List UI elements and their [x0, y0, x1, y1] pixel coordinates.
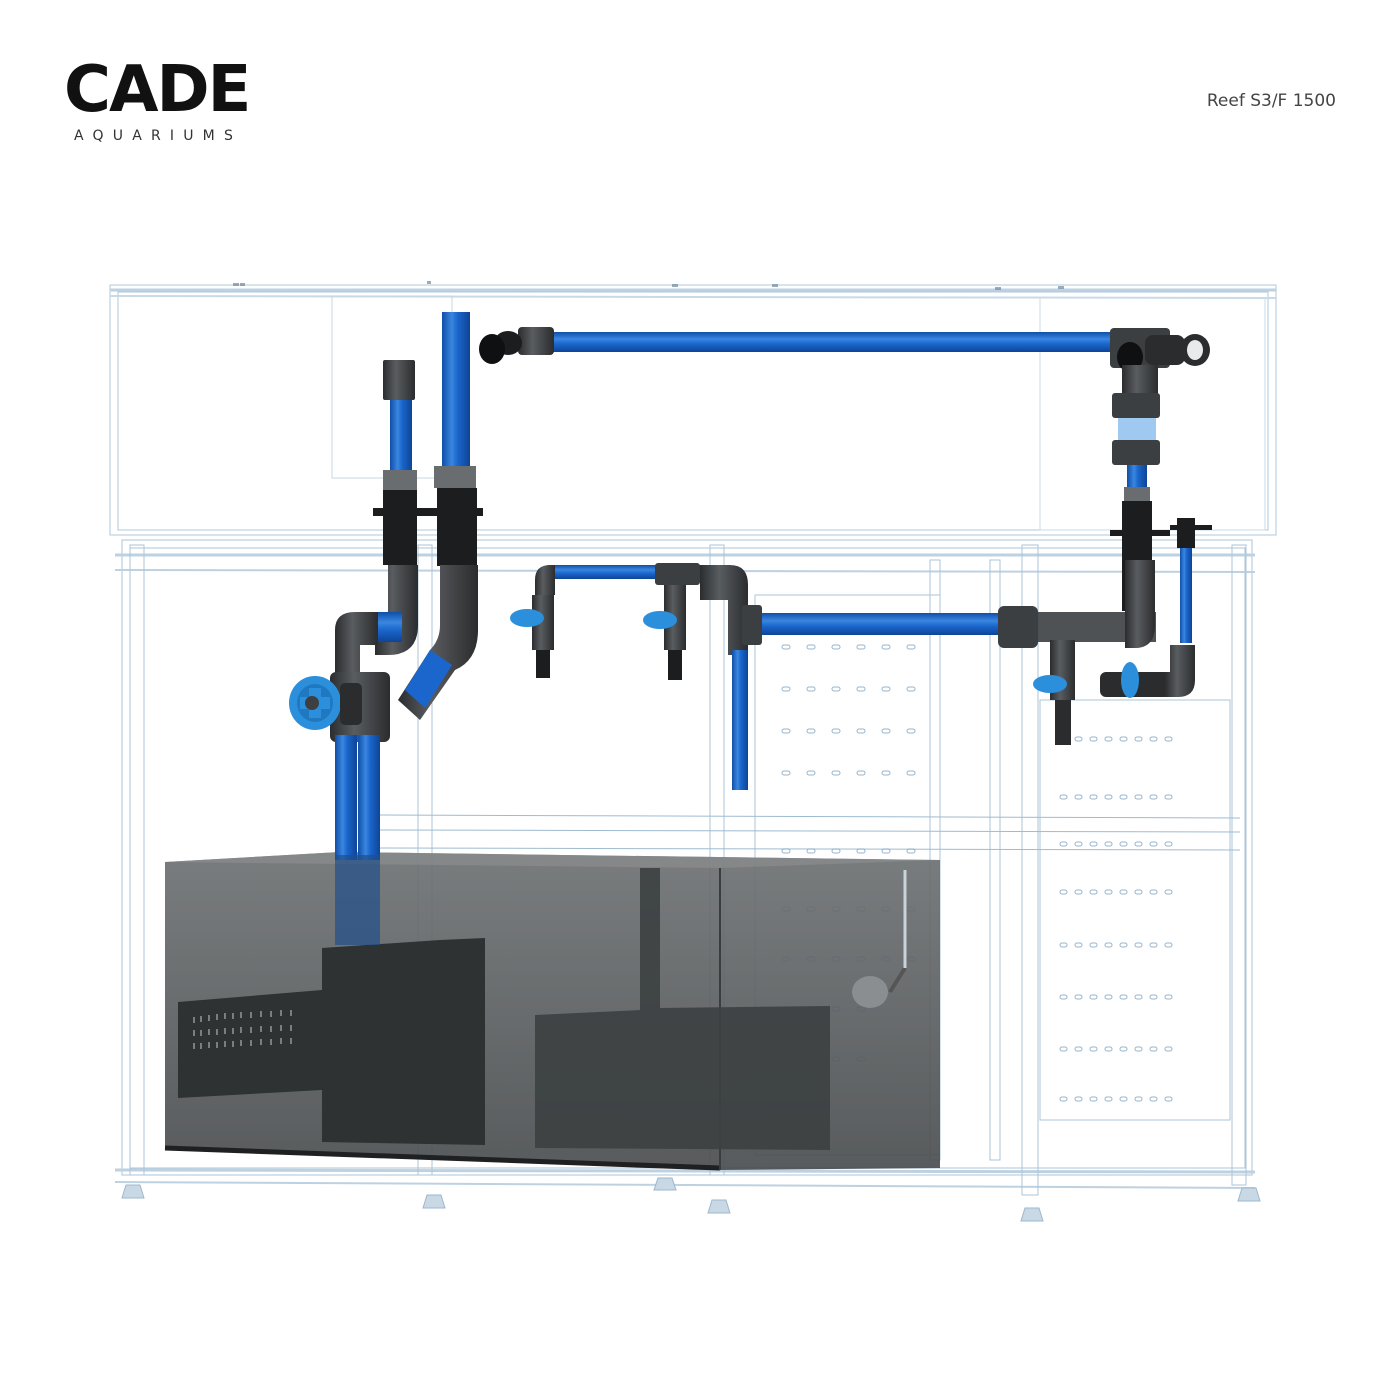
drain-pipes	[289, 312, 483, 945]
gate-valve-icon	[289, 676, 362, 730]
brand-tagline: AQUARIUMS	[74, 128, 243, 144]
float-valve	[852, 976, 888, 1008]
model-label: Reef S3/F 1500	[1206, 91, 1336, 111]
ball-valve-handle-1	[510, 609, 544, 627]
return-line-top	[479, 327, 1212, 643]
display-tank-frame	[109, 284, 1277, 536]
ball-valve-handle-2	[643, 611, 677, 629]
ball-valve-handle-4	[1121, 662, 1139, 698]
return-manifold	[510, 563, 1002, 790]
panel-slots	[781, 644, 1173, 1102]
filter-holes	[193, 1010, 292, 1049]
cabinet-feet	[121, 1177, 1261, 1222]
brand-name: CADE	[64, 53, 251, 127]
sump-tank	[164, 852, 940, 1171]
ball-valve-handle-3	[1033, 675, 1067, 693]
top-rim-details	[233, 281, 1064, 290]
loc-line-nozzle-left	[479, 334, 505, 364]
brand-logo: CADE AQUARIUMS	[64, 53, 264, 144]
right-manifold	[998, 560, 1195, 745]
